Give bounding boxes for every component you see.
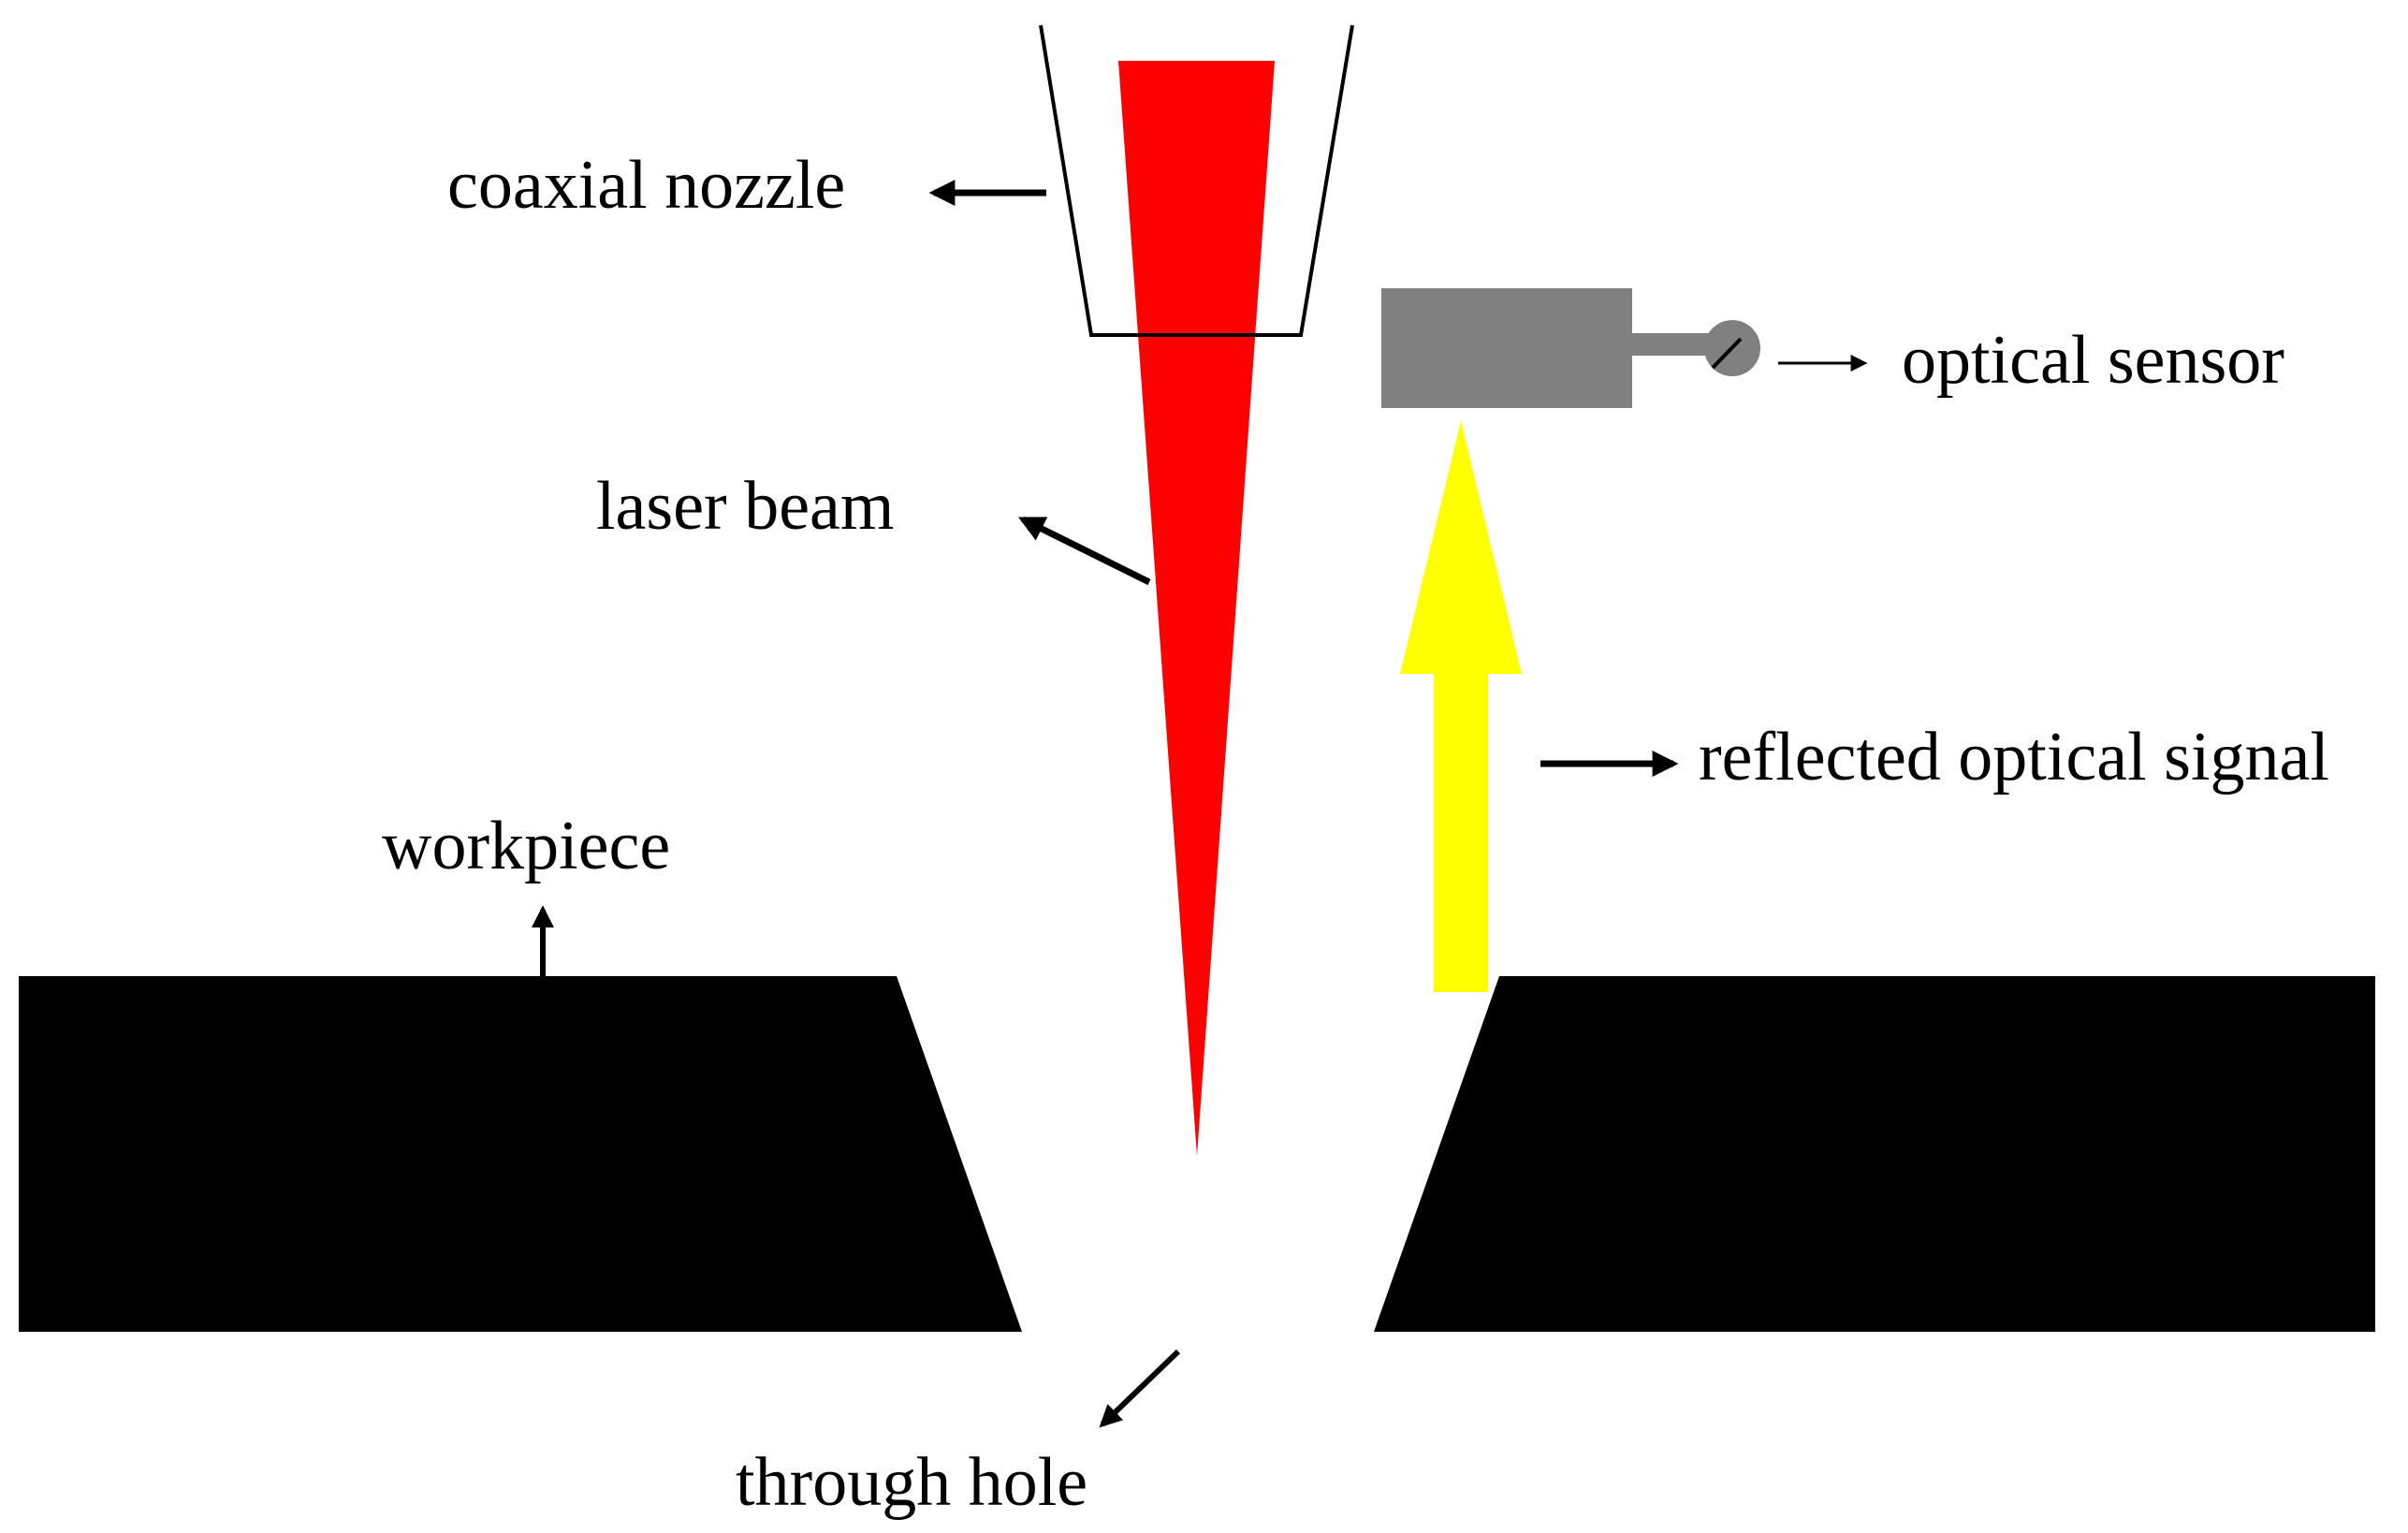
optical-sensor-label: optical sensor	[1902, 322, 2284, 399]
coaxial-nozzle-label: coaxial nozzle	[447, 147, 845, 224]
sensor-lens-icon	[1704, 320, 1760, 376]
reflected-signal-arrow	[1400, 421, 1522, 992]
through-hole-label: through hole	[736, 1444, 1087, 1521]
laser-beam	[1118, 61, 1275, 1156]
laser-beam-label: laser beam	[596, 468, 894, 545]
workpiece-right	[1374, 976, 2375, 1332]
laser-beam-arrow-icon	[1017, 516, 1151, 586]
workpiece-label: workpiece	[382, 808, 670, 884]
optical-sensor-body	[1381, 288, 1632, 408]
reflected-optical-signal-label: reflected optical signal	[1699, 719, 2329, 796]
optical-sensor-arm	[1632, 333, 1713, 356]
workpiece-left	[19, 976, 1022, 1332]
coaxial-nozzle	[1039, 24, 1354, 337]
through-hole-arrow-icon	[1099, 1349, 1181, 1428]
